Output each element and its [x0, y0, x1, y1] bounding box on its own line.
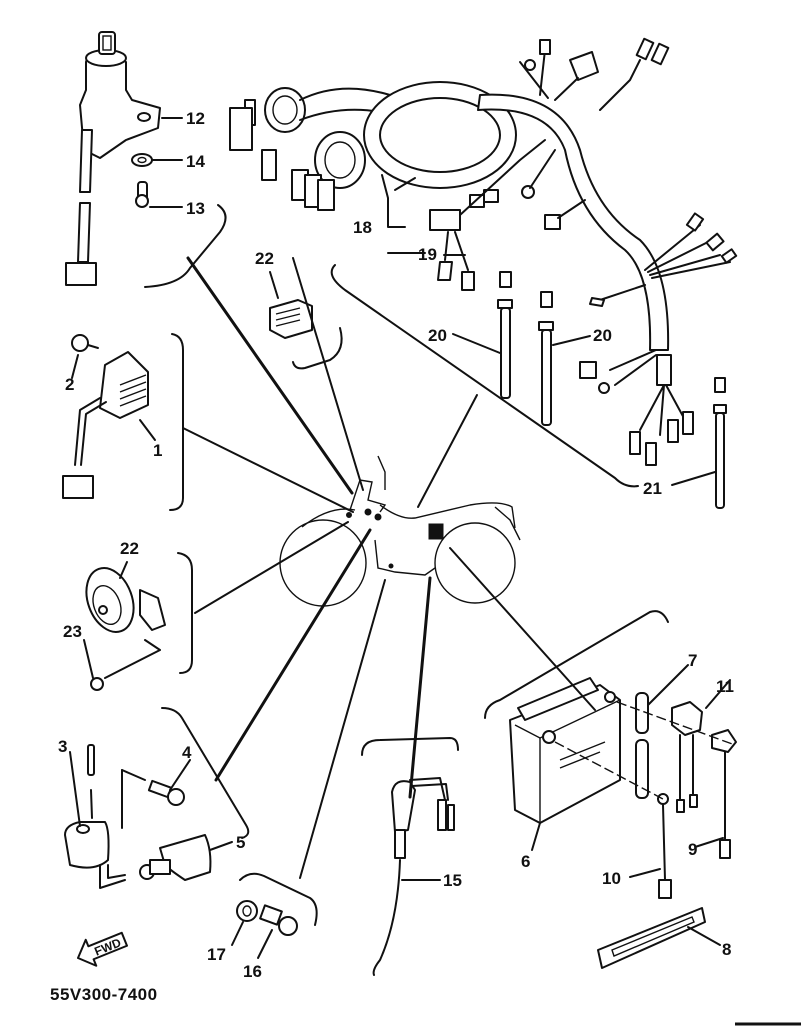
main-switch [65, 31, 161, 286]
bracket-rectifier [169, 333, 184, 511]
callout-6: 6 [521, 852, 530, 871]
callout-11: 11 [716, 677, 734, 696]
callout-1: 1 [153, 441, 162, 460]
pointer-lines [182, 256, 596, 879]
washer-14 [131, 153, 153, 167]
callout-17: 17 [207, 945, 226, 964]
battery-band-8 [597, 907, 706, 969]
flasher-relay [269, 299, 313, 339]
battery-cable-10 [657, 793, 672, 899]
callout-7: 7 [688, 651, 697, 670]
callout-8: 8 [722, 940, 731, 959]
callout-20a: 20 [428, 326, 447, 345]
screw-24 [90, 677, 104, 691]
callout-4: 4 [182, 743, 192, 762]
fwd-label: FWD [92, 935, 123, 958]
motorcycle-outline [279, 455, 521, 607]
callout-9: 9 [688, 840, 697, 859]
bracket-neutral [239, 872, 318, 926]
callout-13: 13 [186, 199, 205, 218]
rectifier-regulator [62, 334, 149, 499]
callout-14: 14 [186, 152, 205, 171]
callout-16: 16 [243, 962, 262, 981]
cable-tie-20b [538, 291, 554, 426]
callout-3: 3 [58, 737, 67, 756]
wire-harness [229, 37, 738, 466]
callout-15: 15 [443, 871, 462, 890]
part-code: 55V300-7400 [50, 985, 158, 1004]
ignition-coil [64, 744, 146, 889]
callout-24: 23 [63, 622, 82, 641]
callout-21: 21 [643, 479, 662, 498]
callout-19: 19 [418, 245, 437, 264]
bracket-harness [330, 264, 639, 488]
bracket-ignition [161, 707, 250, 839]
callout-10: 10 [602, 869, 621, 888]
fwd-arrow-icon: FWD [77, 931, 128, 967]
cable-tie-20a [497, 271, 513, 399]
screw-13 [135, 181, 149, 208]
plug-cap-5 [139, 834, 212, 881]
horn [85, 567, 166, 633]
callout-18: 18 [353, 218, 372, 237]
callout-5: 5 [236, 833, 245, 852]
bracket-main-switch [144, 204, 227, 288]
neutral-switch [236, 900, 298, 936]
callout-2: 2 [65, 375, 74, 394]
bracket-lead [361, 737, 459, 756]
bracket-horn [177, 552, 193, 674]
bracket-battery [484, 610, 669, 719]
cable-tie-21 [713, 377, 727, 509]
callout-23: 22 [120, 539, 139, 558]
spark-plug-lead [372, 777, 455, 976]
battery [509, 677, 621, 824]
callout-12: 12 [186, 109, 205, 128]
battery-cable-9 [711, 729, 737, 859]
screw-4 [147, 779, 185, 806]
bracket-relay [292, 327, 343, 370]
battery-vent-tube-7 [635, 692, 649, 799]
fuse-holder-11 [671, 701, 703, 813]
callout-20b: 20 [593, 326, 612, 345]
callout-22-text: 22 [255, 249, 274, 268]
